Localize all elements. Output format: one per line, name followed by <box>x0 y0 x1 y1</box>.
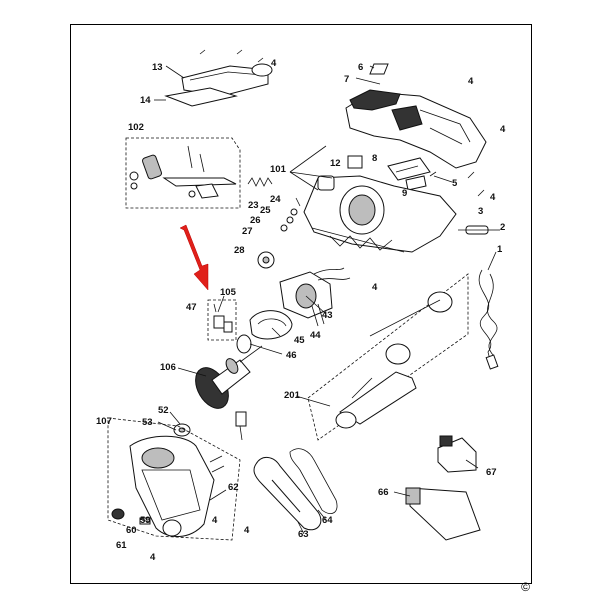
part-12-badge <box>347 155 363 169</box>
callout-8: 8 <box>372 153 377 164</box>
callout-4: 4 <box>490 192 496 203</box>
part-3-5-screws <box>429 171 485 197</box>
part-66-dust-bag <box>405 487 481 541</box>
callout-3: 3 <box>478 206 483 217</box>
part-23-spring <box>247 177 273 187</box>
part-13-switch-cover <box>181 63 273 97</box>
callout-59: 59 <box>140 515 151 526</box>
callout-4: 4 <box>150 552 156 563</box>
part-106-armature <box>195 345 263 409</box>
callout-4: 4 <box>500 124 506 135</box>
callout-47: 47 <box>186 302 197 313</box>
callout-46: 46 <box>286 350 297 361</box>
callout-64: 64 <box>322 515 333 526</box>
pointer-arrow <box>179 224 209 291</box>
part-101-housing-lower <box>303 175 457 253</box>
callout-106: 106 <box>160 362 176 373</box>
parts-24-27-fasteners <box>280 197 301 232</box>
part-46-bearing <box>236 334 252 354</box>
callout-101: 101 <box>270 164 287 175</box>
callout-67: 67 <box>486 467 497 478</box>
callout-24: 24 <box>270 194 281 205</box>
part-14-plate <box>164 87 238 107</box>
callout-9: 9 <box>402 188 407 199</box>
screws-top-left <box>199 49 264 63</box>
callout-201: 201 <box>284 390 301 401</box>
callout-45: 45 <box>294 335 305 346</box>
callout-12: 12 <box>330 158 341 169</box>
callout-7: 7 <box>344 74 349 85</box>
part-28-knob <box>257 251 275 269</box>
callout-43: 43 <box>322 310 333 321</box>
part-43-field-coil <box>279 267 351 319</box>
leader-lines <box>141 65 497 535</box>
callout-6: 6 <box>358 62 363 73</box>
callout-63: 63 <box>298 529 309 540</box>
part-6-label-plate <box>369 63 389 75</box>
part-67-dust-spout <box>437 435 477 473</box>
callout-105: 105 <box>220 287 237 298</box>
part-64-drive-belt <box>289 448 338 514</box>
callout-4: 4 <box>271 58 277 69</box>
part-102-switch-assembly <box>125 137 241 209</box>
part-8-brush-holder <box>387 157 431 181</box>
part-9-clip <box>405 175 427 191</box>
callout-14: 14 <box>140 95 151 106</box>
part-45-fan-baffle <box>249 310 293 340</box>
copyright-mark: © <box>521 580 530 594</box>
callout-52: 52 <box>158 405 169 416</box>
callout-13: 13 <box>152 62 163 73</box>
callout-4: 4 <box>372 282 378 293</box>
part-63-sanding-belt <box>253 457 322 531</box>
callout-60: 60 <box>126 525 137 536</box>
callout-23: 23 <box>248 200 259 211</box>
callout-4: 4 <box>212 515 218 526</box>
part-107-gearbox-assembly <box>107 417 241 541</box>
callout-107: 107 <box>96 416 112 427</box>
part-spindle-gear <box>235 411 247 441</box>
motor-housing-half <box>345 89 487 169</box>
callout-26: 26 <box>250 215 261 226</box>
callout-1: 1 <box>497 244 503 255</box>
part-52-pulley <box>173 423 191 437</box>
callout-5: 5 <box>452 178 458 189</box>
callout-25: 25 <box>260 205 271 216</box>
callout-2: 2 <box>500 222 505 233</box>
callout-27: 27 <box>242 226 253 237</box>
callout-28: 28 <box>234 245 245 256</box>
callout-62: 62 <box>228 482 239 493</box>
part-201-base-platen <box>307 273 469 441</box>
callout-4: 4 <box>468 76 474 87</box>
callout-66: 66 <box>378 487 389 498</box>
callout-102: 102 <box>128 122 144 133</box>
drawing-frame <box>70 24 532 584</box>
callout-44: 44 <box>310 330 321 341</box>
callout-61: 61 <box>116 540 127 551</box>
part-105-brush-set <box>207 299 237 341</box>
part-1-power-cord <box>478 269 499 370</box>
callout-labels: 13 4 14 102 6 7 4 4 101 12 8 5 9 4 3 23 … <box>96 58 506 563</box>
callout-53: 53 <box>142 417 153 428</box>
callout-4: 4 <box>244 525 250 536</box>
